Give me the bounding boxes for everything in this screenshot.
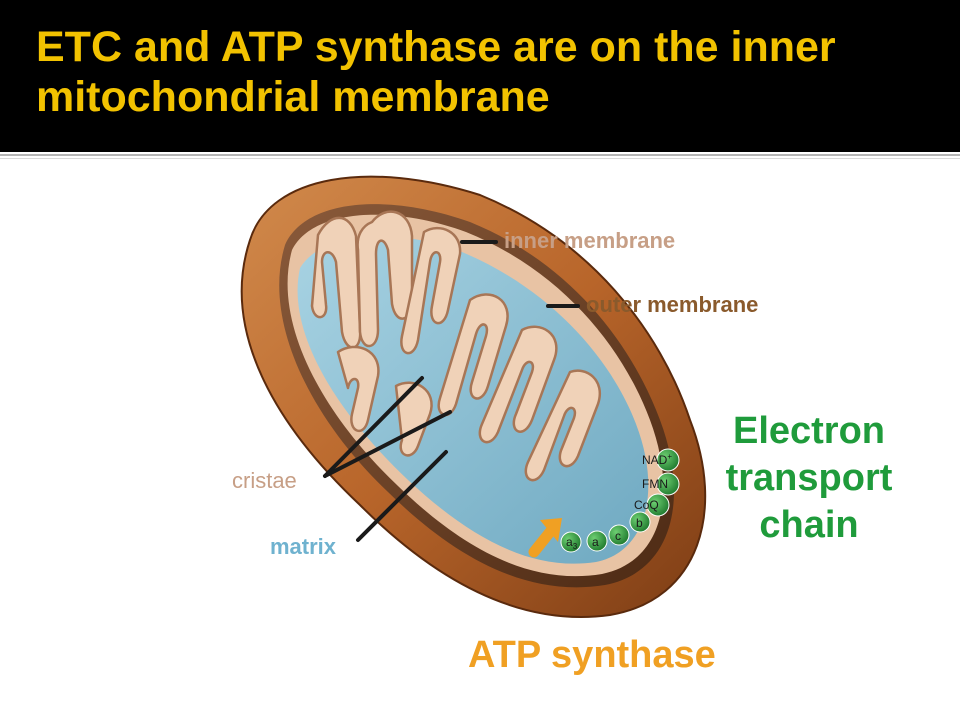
outer-membrane-label: outer membrane [586, 292, 759, 317]
cristae-leader-upper [323, 376, 424, 478]
etc-complex-labels: a3 a c b CoQ FMN NAD+ [566, 452, 672, 551]
atp-synthase-arrow [528, 518, 562, 558]
etc-c-label: c [615, 529, 621, 543]
matrix-leader [356, 450, 448, 542]
electron-transport-chain-label: Electron transport chain [725, 410, 893, 546]
complex-nad [656, 448, 680, 472]
electron-transport-chain [560, 448, 680, 553]
complex-fmn [656, 472, 680, 496]
complex-a3 [560, 531, 582, 553]
complex-coq [646, 493, 670, 517]
etc-nad-label: NAD+ [642, 452, 672, 467]
title-divider-thin [0, 158, 960, 159]
etc-a3-label: a3 [566, 535, 578, 551]
matrix-region [297, 236, 649, 564]
etc-fmn-label: FMN [642, 477, 668, 491]
etc-b-label: b [636, 516, 643, 530]
complex-c [608, 524, 630, 546]
complex-b [629, 511, 651, 533]
slide-title: ETC and ATP synthase are on the inner mi… [36, 23, 836, 121]
complex-a [586, 530, 608, 552]
title-bar [0, 0, 960, 152]
title-divider [0, 154, 960, 156]
leader-lines [323, 240, 580, 542]
cristae-label: cristae [232, 468, 297, 493]
etc-coq-label: CoQ [634, 498, 659, 512]
cristae-folds [310, 210, 601, 482]
inner-membrane-label: inner membrane [504, 228, 676, 253]
cristae-leader-lower [323, 410, 452, 478]
matrix-label: matrix [270, 534, 337, 559]
atp-synthase-label: ATP synthase [468, 634, 716, 676]
etc-a-label: a [592, 535, 599, 549]
